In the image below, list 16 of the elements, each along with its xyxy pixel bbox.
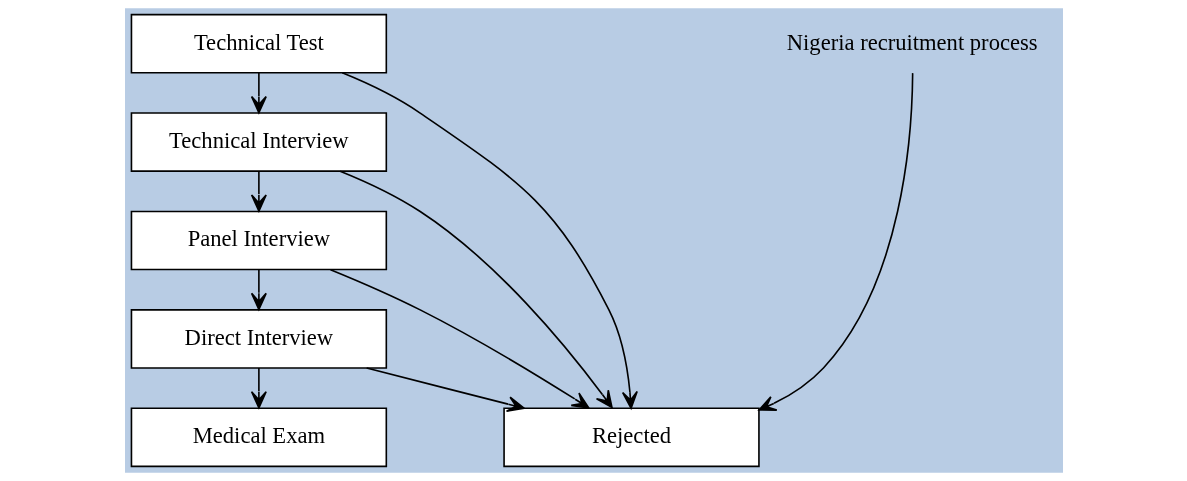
arrow <box>329 268 590 409</box>
node-box: Technical Interview <box>130 112 387 172</box>
node-text: Nigeria recruitment process <box>786 29 1038 55</box>
arrow <box>757 72 913 411</box>
arrow <box>250 72 267 114</box>
node-box: Panel Interview <box>130 210 387 271</box>
arrow <box>340 72 638 410</box>
arrow <box>250 170 267 212</box>
node-box: Technical Test <box>130 13 387 74</box>
node-box: Medical Exam <box>130 407 387 468</box>
arrow <box>250 367 267 409</box>
node-box: Rejected <box>502 407 760 468</box>
arrow <box>365 367 525 413</box>
node-box: Direct Interview <box>130 309 387 369</box>
arrow <box>250 268 267 311</box>
arrow <box>338 170 613 409</box>
